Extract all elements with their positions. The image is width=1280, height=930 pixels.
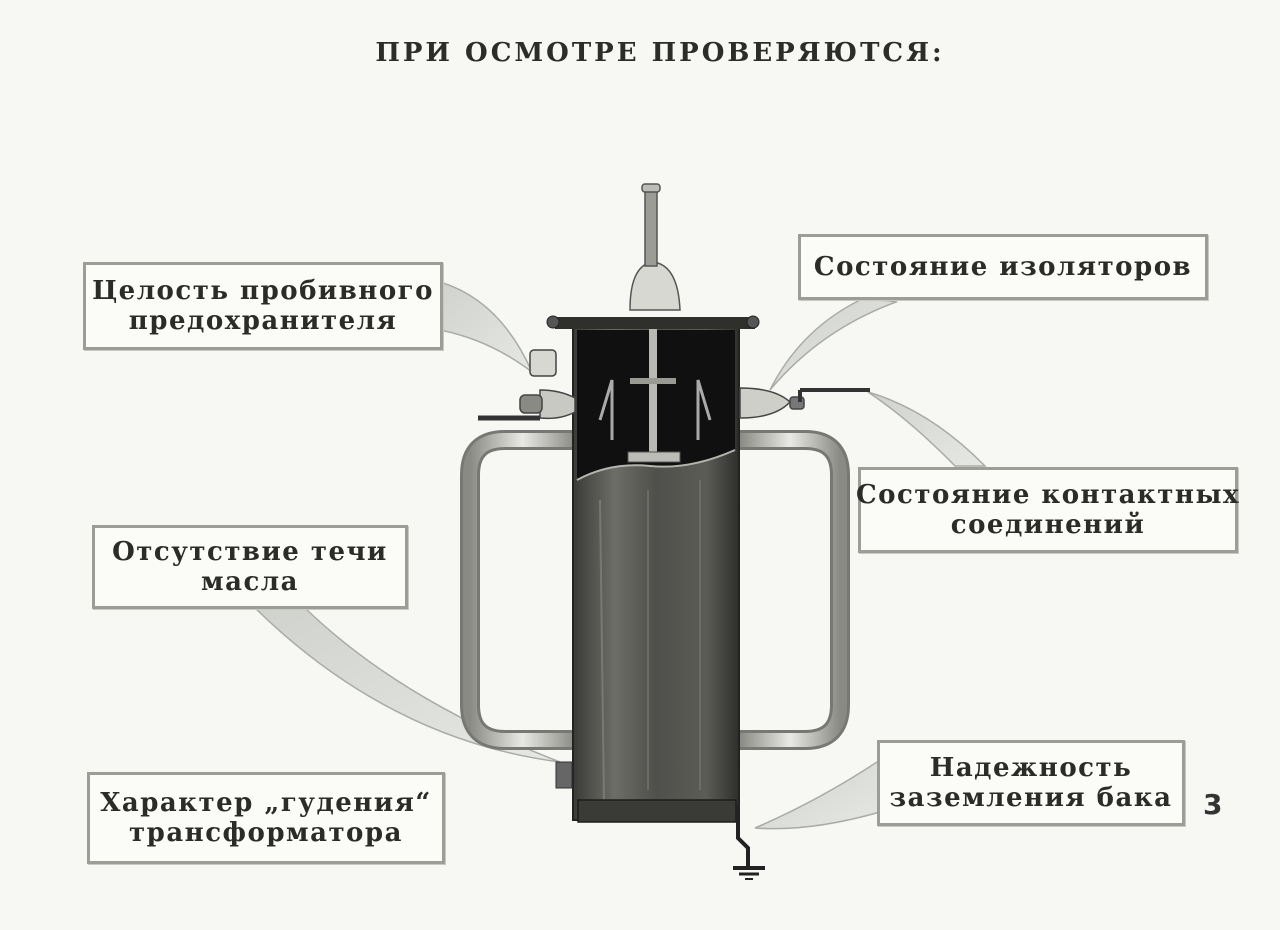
right-bushing xyxy=(739,387,870,419)
callout-grounding-line-1: Надежность xyxy=(929,753,1133,783)
callout-fuse-line-2: предохранителя xyxy=(128,306,398,336)
page-title: ПРИ ОСМОТРЕ ПРОВЕРЯЮТСЯ: xyxy=(375,38,945,68)
callout-insulators: Состояние изоляторов xyxy=(798,234,1208,300)
transformer-tank xyxy=(546,315,760,823)
callout-fuse-integrity: Целость пробивного предохранителя xyxy=(83,262,443,350)
page-number: 3 xyxy=(1203,788,1223,821)
pointer-grounding xyxy=(754,758,881,830)
callout-oil-leak: Отсутствие течи масла xyxy=(92,525,408,609)
radiator-pipes xyxy=(460,430,850,750)
leader-pointers xyxy=(253,280,987,830)
callout-hum-line-1: Характер „гудения“ xyxy=(100,788,432,818)
callout-grounding-line-2: заземления бака xyxy=(889,783,1173,813)
callout-hum: Характер „гудения“ трансформатора xyxy=(87,772,445,864)
callout-oil-line-1: Отсутствие течи xyxy=(112,537,388,567)
callout-contacts: Состояние контактных соединений xyxy=(855,467,1241,553)
callout-contacts-line-1: Состояние контактных xyxy=(855,480,1241,510)
drain-valve xyxy=(555,761,573,789)
callout-contacts-line-2: соединений xyxy=(950,510,1146,540)
top-breather xyxy=(629,183,681,311)
callout-insulators-line-1: Состояние изоляторов xyxy=(813,252,1193,282)
pointer-insulators xyxy=(769,299,899,391)
ground-symbol xyxy=(733,805,765,880)
callout-grounding: Надежность заземления бака xyxy=(877,740,1185,826)
callout-oil-line-2: масла xyxy=(201,567,299,597)
callout-hum-line-2: трансформатора xyxy=(129,818,403,848)
pointer-contacts xyxy=(867,391,987,467)
callout-fuse-line-1: Целость пробивного xyxy=(92,276,434,306)
pointer-fuse xyxy=(439,280,533,373)
left-bushing xyxy=(478,349,576,421)
